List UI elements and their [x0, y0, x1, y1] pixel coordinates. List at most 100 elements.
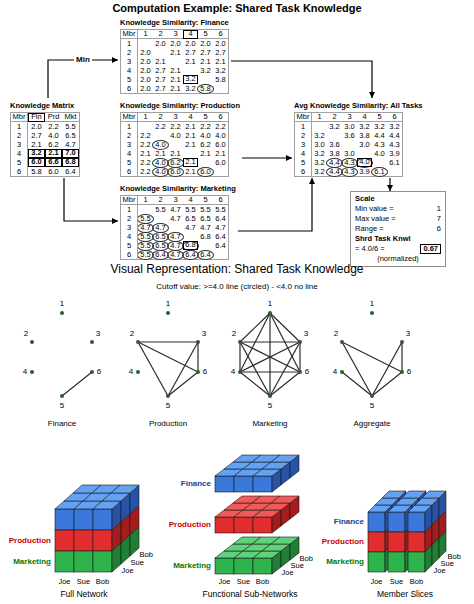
- cube-face: [253, 476, 272, 492]
- table-heading: Knowledge Similarity: Production: [120, 101, 240, 111]
- cube-face: [253, 510, 281, 517]
- table-cell: 2.0: [153, 39, 168, 48]
- cube-face: [368, 532, 385, 552]
- table-cell: 4.7: [198, 223, 213, 232]
- table-cell: 6: [213, 30, 228, 39]
- table-cell: 1: [11, 122, 28, 131]
- table-cell: 6.4: [183, 250, 198, 259]
- scale-term: = 4.0/6 =: [355, 244, 385, 254]
- cube-face: [253, 558, 272, 574]
- node-number: 4: [129, 367, 133, 376]
- table-cell: 2.0: [138, 84, 153, 93]
- network-graph: [30, 311, 94, 398]
- layer-label: Production: [9, 536, 51, 545]
- node-number: 5: [268, 401, 272, 410]
- member-dot: [30, 370, 34, 374]
- table-cell: 3: [121, 57, 138, 66]
- table-cell: 5: [121, 158, 138, 167]
- node-number: 4: [333, 367, 337, 376]
- cube-stack: [215, 455, 299, 492]
- table-cell: 3.2: [312, 158, 327, 167]
- table-cell: 6.5: [198, 214, 213, 223]
- connector: [387, 178, 393, 191]
- table-cell: 6: [11, 167, 28, 176]
- layer-label: Finance: [334, 517, 364, 526]
- table-cell: 6.2: [198, 140, 213, 149]
- member-dot: [268, 394, 272, 398]
- tie-line: [240, 341, 300, 342]
- tie-line: [270, 372, 300, 396]
- table-cell: 3.2: [327, 122, 342, 131]
- member-dot: [340, 370, 344, 374]
- cube-face: [388, 512, 405, 532]
- table-cell: 6: [121, 84, 138, 93]
- table-cell: 4.3: [342, 167, 357, 176]
- cube-face: [388, 505, 412, 512]
- connector-line: [48, 60, 118, 98]
- table-cell: 5: [121, 75, 138, 84]
- table-cell: 1: [121, 39, 138, 48]
- table-cell: 6.8: [183, 241, 198, 250]
- table-cell: 5.8: [213, 75, 228, 84]
- table-cell: 3: [121, 223, 138, 232]
- table-cell: 3.2: [213, 66, 228, 75]
- table-cell: 2.1: [153, 149, 168, 158]
- table-cell: 2.2: [138, 140, 153, 149]
- member-name: Joe: [58, 578, 70, 587]
- tie-line: [372, 372, 402, 396]
- table-cell: 3.0: [342, 122, 357, 131]
- table-heading: Knowledge Matrix: [10, 101, 80, 111]
- table-cell: 6.5: [153, 241, 168, 250]
- table-cell: 2.0: [28, 122, 45, 131]
- connector-line: [64, 178, 118, 221]
- member-dot: [196, 340, 200, 344]
- table-cell: 4.7: [168, 205, 183, 214]
- table-cell: 1: [121, 122, 138, 131]
- cube-face: [408, 512, 425, 532]
- table-cell: 3: [168, 196, 183, 205]
- member-name: Joe: [282, 569, 294, 578]
- table-cell: 3: [11, 140, 28, 149]
- member-name: Joe: [122, 567, 134, 576]
- member-dot: [400, 340, 404, 344]
- table-cell: 3.2: [312, 131, 327, 140]
- table-cell: 4: [357, 113, 372, 122]
- table-cell: 2.7: [153, 66, 168, 75]
- node-number: 3: [304, 329, 308, 338]
- title: Computation Example: Shared Task Knowled…: [112, 2, 361, 15]
- tie-line: [168, 342, 198, 396]
- cube-face: [368, 512, 385, 532]
- scale-value: 7: [437, 214, 441, 224]
- table-cell: 3.0: [357, 140, 372, 149]
- table-cell: 2.2: [138, 167, 153, 176]
- cube-face: [234, 476, 253, 492]
- scale-box: ScaleMin value =1Max value =7Range =6Shr…: [350, 191, 446, 267]
- arrowhead: [112, 218, 118, 224]
- table-cell: 2.2: [198, 122, 213, 131]
- table-cell: 2.7: [153, 75, 168, 84]
- table-cell: 5.8: [198, 84, 213, 93]
- table-cell: 1: [138, 113, 153, 122]
- node-number: 6: [203, 367, 207, 376]
- member-dot: [90, 340, 94, 344]
- similarity-table: Knowledge Similarity: FinanceMbr12345612…: [118, 15, 231, 95]
- cube-stack: [55, 485, 139, 572]
- table-cell: 2.1: [168, 75, 183, 84]
- table-cell: 6.4: [213, 214, 228, 223]
- section-heading: Visual Representation: Shared Task Knowl…: [110, 263, 363, 277]
- tie-line: [168, 372, 198, 396]
- table-cell: 2.2: [153, 122, 168, 131]
- cube-face: [234, 517, 253, 533]
- table-cell: 6.0: [198, 167, 213, 176]
- table-cell: 2.1: [183, 57, 198, 66]
- node-number: 3: [96, 329, 100, 338]
- tie-line: [342, 372, 372, 396]
- cube-face: [271, 537, 299, 544]
- scale-row: Shrd Task Knwl: [355, 234, 441, 244]
- member-name: Bob: [256, 578, 269, 587]
- knowledge-matrix: Knowledge MatrixMbrFinPrdMkt12.02.25.522…: [8, 98, 82, 178]
- node-number: 1: [370, 299, 374, 308]
- tie-line: [138, 341, 198, 342]
- member-dot: [90, 370, 94, 374]
